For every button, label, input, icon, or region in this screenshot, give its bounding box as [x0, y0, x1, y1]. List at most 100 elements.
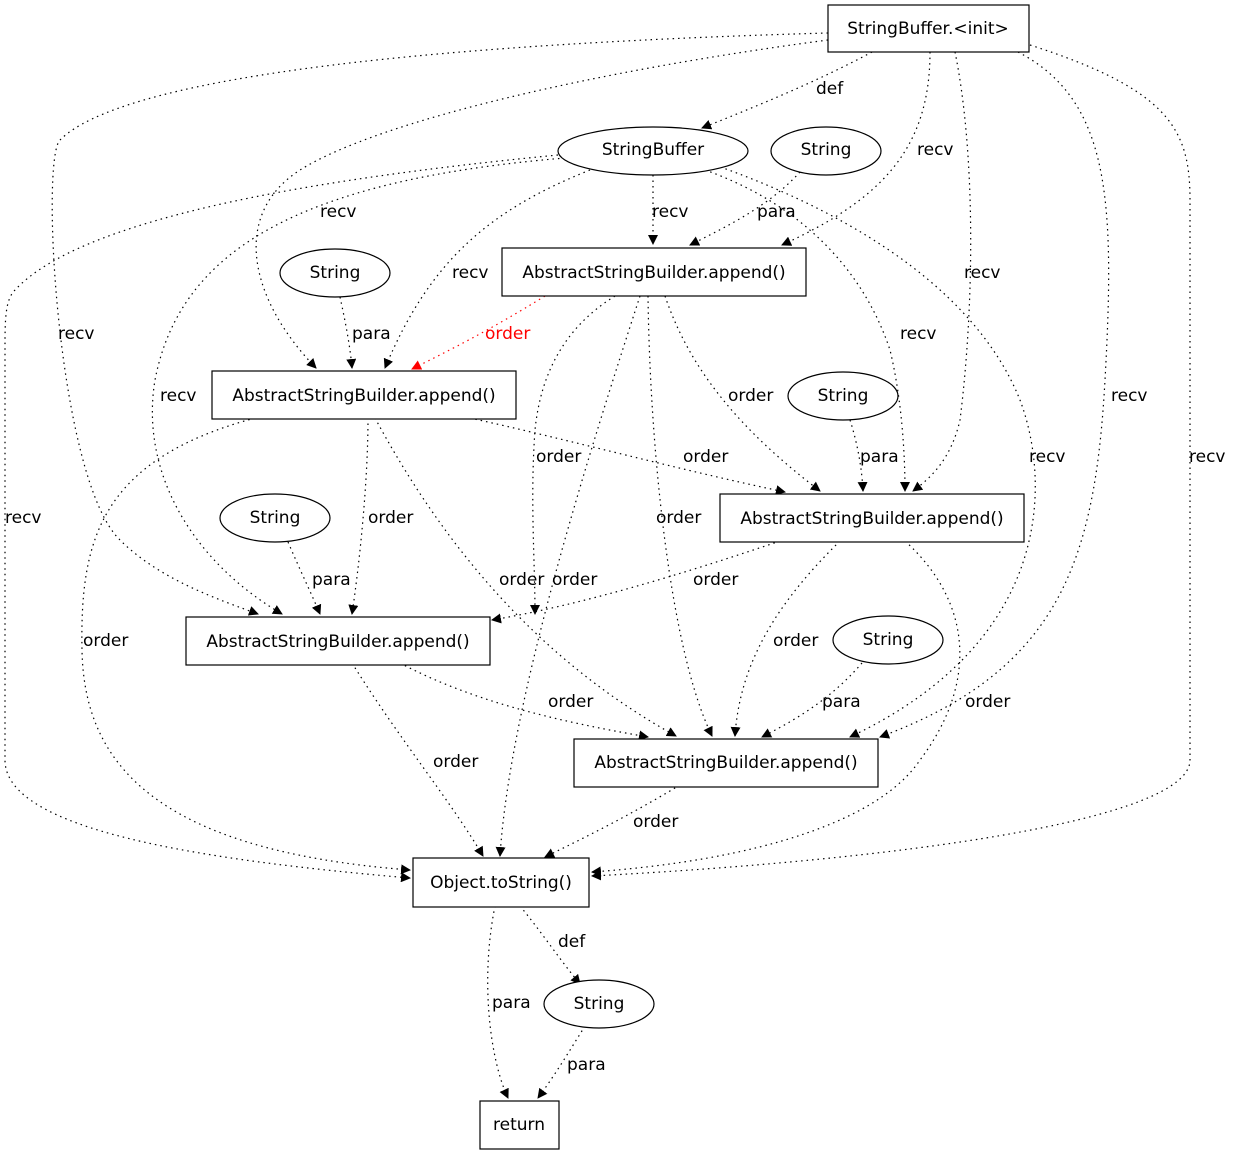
edge-label: recv	[1189, 447, 1225, 467]
node-label: AbstractStringBuilder.append()	[232, 386, 495, 406]
node-object-tostring: Object.toString()	[412, 857, 590, 908]
edge-label: order	[656, 508, 701, 528]
edge-para-string3-append3: para	[849, 419, 899, 492]
edge-def-init-stringbuffer: def	[701, 51, 873, 130]
edge-order-append1-tostring: order	[495, 295, 641, 857]
node-return: return	[479, 1100, 560, 1150]
node-label: AbstractStringBuilder.append()	[740, 509, 1003, 529]
node-label: String	[863, 630, 914, 650]
node-append-2: AbstractStringBuilder.append()	[211, 370, 517, 420]
edge-label: order	[83, 631, 128, 651]
edge-order-append2-append4: order	[348, 417, 413, 615]
node-string-2: String	[279, 248, 391, 298]
node-append-4: AbstractStringBuilder.append()	[185, 616, 491, 666]
node-label: String	[818, 386, 869, 406]
edge-order-append3-append5: order	[730, 540, 841, 737]
edge-def-tostring-string6: def	[519, 905, 586, 985]
edge-order-append2-tostring: order	[81, 417, 411, 875]
node-label: String	[574, 994, 625, 1014]
edge-label: recv	[917, 140, 953, 160]
edge-order-append3-tostring: order	[591, 540, 1010, 877]
edge-recv-init-append1: recv	[781, 51, 953, 246]
edge-label: recv	[964, 263, 1000, 283]
edge-para-string1-append1: para	[689, 171, 801, 246]
node-label: Object.toString()	[430, 873, 572, 893]
node-label: AbstractStringBuilder.append()	[206, 632, 469, 652]
edge-label: recv	[900, 324, 936, 344]
edge-label: order	[485, 324, 530, 344]
edge-para-string2-append2: para	[339, 296, 391, 369]
edge-recv-stringbuffer-tostring: recv	[4, 154, 559, 883]
edge-label: order	[368, 508, 413, 528]
edge-label: recv	[452, 263, 488, 283]
edge-label: order	[693, 570, 738, 590]
edge-order-append4-tostring: order	[351, 662, 484, 857]
edge-label: para	[860, 447, 899, 467]
edge-label: order	[965, 692, 1010, 712]
edge-label: def	[558, 932, 586, 952]
edge-para-string4-append4: para	[287, 541, 351, 615]
node-label: String	[250, 508, 301, 528]
edge-label: order	[633, 812, 678, 832]
edge-label: para	[757, 202, 796, 222]
node-label: AbstractStringBuilder.append()	[522, 263, 785, 283]
edge-label: def	[816, 79, 844, 99]
edge-label: para	[352, 324, 391, 344]
edge-label: order	[548, 692, 593, 712]
edge-order-append3-append4: order	[491, 540, 781, 624]
edges: def recv recv recv recv recv	[4, 32, 1225, 1099]
edge-recv-init-append2: recv	[255, 39, 829, 369]
edge-recv-stringbuffer-append4: recv	[151, 157, 566, 615]
edge-label: recv	[1111, 386, 1147, 406]
edge-order-append1-append2: order	[411, 295, 546, 370]
edge-recv-init-tostring: recv	[591, 44, 1225, 881]
edge-recv-init-append5: recv	[879, 51, 1147, 739]
node-stringbuffer-init: StringBuffer.<init>	[827, 4, 1030, 53]
edge-order-append1-append4: order	[529, 295, 616, 615]
edge-recv-init-append4: recv	[51, 32, 829, 616]
edge-order-append5-tostring: order	[544, 784, 681, 858]
node-string-3: String	[787, 371, 899, 421]
edge-recv-stringbuffer-append1: recv	[648, 175, 688, 245]
edge-order-append1-append3: order	[664, 295, 821, 492]
node-label: StringBuffer.<init>	[847, 19, 1009, 39]
edge-label: order	[552, 570, 597, 590]
node-append-3: AbstractStringBuilder.append()	[719, 493, 1025, 543]
edge-label: order	[773, 631, 818, 651]
node-label: StringBuffer	[602, 140, 704, 160]
node-label: return	[493, 1115, 545, 1135]
node-string-6: String	[543, 979, 655, 1029]
edge-para-string6-return: para	[537, 1025, 606, 1099]
node-stringbuffer: StringBuffer	[557, 126, 749, 176]
edge-para-string5-append5: para	[761, 662, 863, 738]
edge-order-append4-append5: order	[399, 662, 649, 741]
edge-recv-stringbuffer-append3: recv	[704, 169, 936, 492]
edge-label: para	[567, 1055, 606, 1075]
edge-label: recv	[1029, 447, 1065, 467]
node-append-1: AbstractStringBuilder.append()	[501, 247, 807, 297]
edge-label: recv	[652, 202, 688, 222]
edge-label: para	[822, 692, 861, 712]
edge-label: para	[492, 993, 531, 1013]
node-label: String	[801, 140, 852, 160]
node-label: String	[310, 263, 361, 283]
edge-label: order	[433, 752, 478, 772]
edge-label: recv	[320, 202, 356, 222]
edge-label: recv	[160, 386, 196, 406]
node-string-5: String	[832, 615, 944, 665]
edge-recv-stringbuffer-append5: recv	[714, 164, 1065, 738]
edge-label: para	[312, 570, 351, 590]
node-string-1: String	[770, 126, 882, 176]
node-label: AbstractStringBuilder.append()	[594, 753, 857, 773]
nodes: StringBuffer.<init> StringBuffer String …	[185, 4, 1030, 1150]
edge-label: recv	[58, 324, 94, 344]
node-append-5: AbstractStringBuilder.append()	[573, 738, 879, 788]
edge-label: order	[683, 447, 728, 467]
edge-recv-init-append3: recv	[912, 51, 1000, 492]
edge-recv-stringbuffer-append2: recv	[383, 169, 591, 369]
edge-para-tostring-return: para	[487, 905, 531, 1099]
edge-label: order	[728, 386, 773, 406]
edge-label: order	[536, 447, 581, 467]
edge-order-append1-append5: order	[647, 295, 713, 737]
